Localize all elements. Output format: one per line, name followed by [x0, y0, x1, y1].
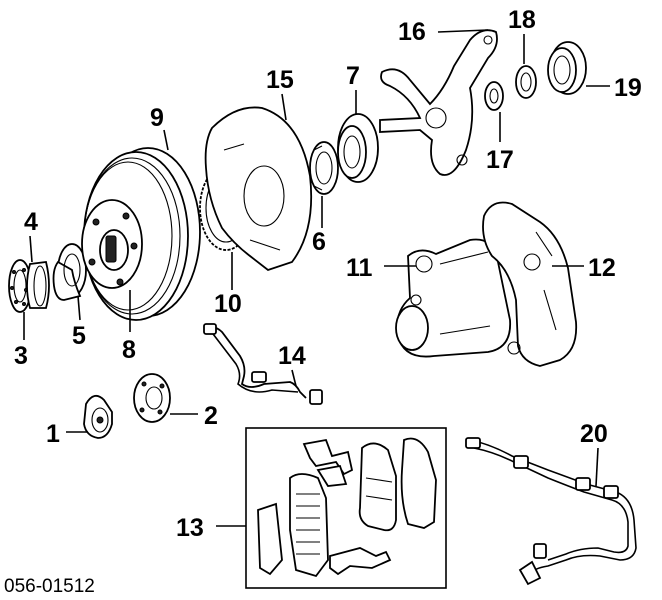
part-7-bearing-race: [337, 113, 379, 183]
callout-11: 11: [346, 254, 373, 282]
callout-labels: 4 3 5 8 9 10 15 6 7 16 18 19 17 11 12 14…: [14, 6, 642, 542]
part-20-abs-sensor: [465, 437, 637, 586]
part-14-brake-hose: [203, 323, 323, 405]
callout-20: 20: [580, 420, 608, 448]
leader-lines: [23, 29, 610, 527]
part-5-hub-bearing: [52, 243, 87, 301]
callout-1: 1: [46, 420, 60, 448]
callout-19: 19: [614, 74, 642, 102]
callout-13: 13: [176, 514, 204, 542]
callout-4: 4: [24, 208, 38, 236]
part-11-brake-caliper: [395, 238, 511, 358]
part-1-hub-cap: [83, 394, 113, 439]
callout-3: 3: [14, 342, 28, 370]
callout-12: 12: [588, 254, 616, 282]
part-13-pad-kit: [245, 427, 447, 589]
callout-17: 17: [486, 146, 514, 174]
part-18-spacer: [515, 65, 537, 99]
callout-5: 5: [72, 322, 86, 350]
callout-16: 16: [398, 18, 426, 46]
part-16-steering-knuckle: [379, 29, 498, 176]
part-15-dust-shield: [204, 106, 313, 272]
callout-14: 14: [278, 342, 306, 370]
callout-9: 9: [150, 104, 164, 132]
callout-15: 15: [266, 66, 294, 94]
part-12-caliper-bracket: [482, 201, 578, 367]
part-4-spacer: [26, 261, 50, 309]
diagram-code: 056-01512: [4, 576, 95, 597]
callout-8: 8: [122, 336, 136, 364]
part-17-seal: [484, 81, 504, 111]
callout-6: 6: [312, 228, 326, 256]
part-6-wheel-bearing: [309, 141, 339, 195]
part-19-grease-seal: [547, 41, 587, 95]
callout-10: 10: [214, 290, 242, 318]
part-8-hub-flange: [81, 199, 143, 289]
callout-7: 7: [346, 62, 360, 90]
callout-2: 2: [204, 402, 218, 430]
part-2-hub-flange: [133, 373, 171, 423]
callout-18: 18: [508, 6, 536, 34]
